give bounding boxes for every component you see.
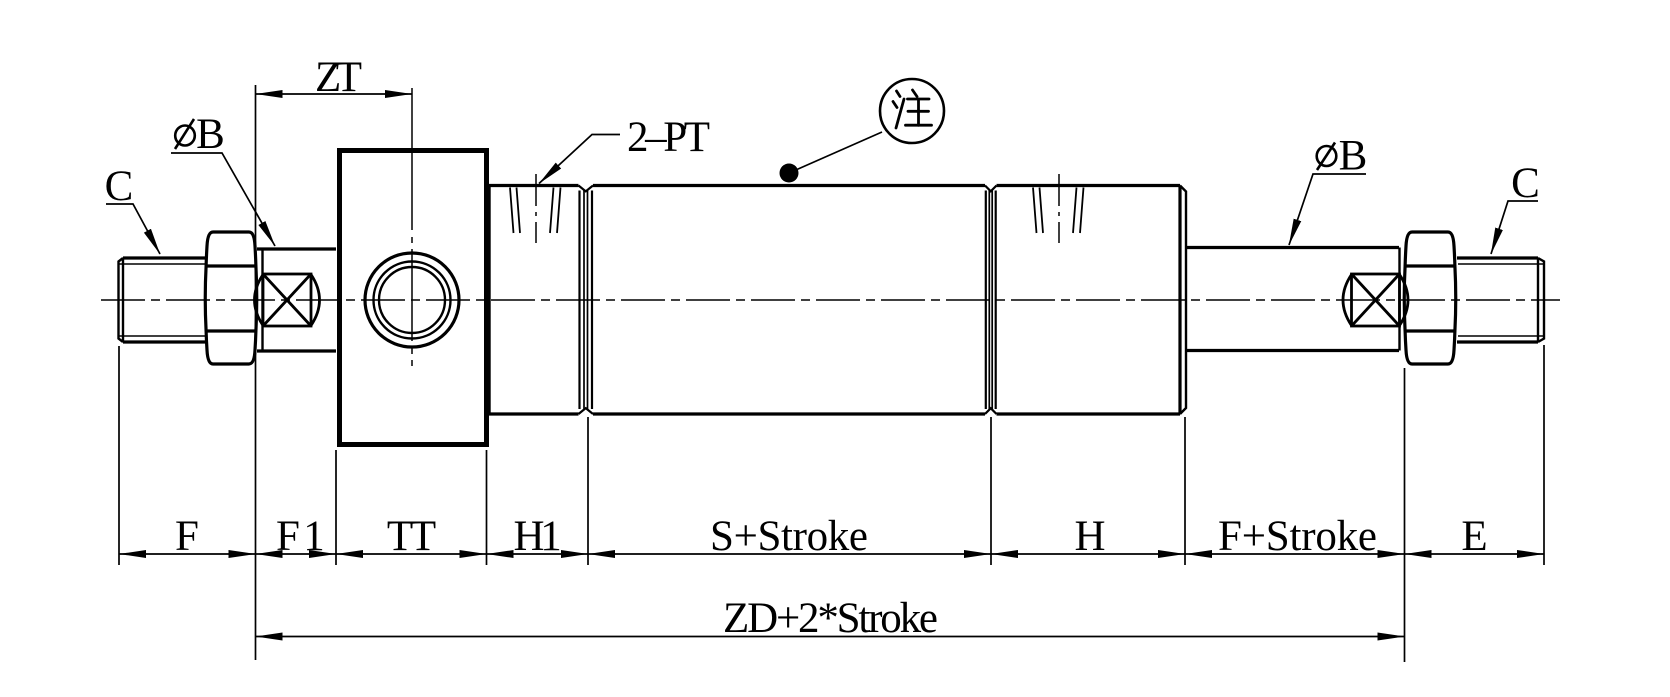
svg-text:T: T [410,513,436,560]
svg-text:F: F [276,513,300,560]
svg-text:1: 1 [303,513,325,560]
svg-text:E: E [1461,513,1487,560]
svg-text:1: 1 [540,513,562,560]
svg-text:H: H [513,513,544,560]
svg-text:ZD+2*Stroke: ZD+2*Stroke [723,595,938,642]
svg-text:B: B [196,111,225,158]
svg-text:B: B [1339,133,1368,180]
svg-text:T: T [387,513,413,560]
svg-text:S+Stroke: S+Stroke [710,513,868,560]
svg-text:C: C [105,163,134,210]
svg-text:ZT: ZT [315,54,362,101]
svg-text:2–PT: 2–PT [627,114,710,161]
svg-text:F+Stroke: F+Stroke [1218,513,1377,560]
svg-text:C: C [1511,160,1540,207]
svg-text:H: H [1074,513,1105,560]
svg-text:F: F [175,513,199,560]
